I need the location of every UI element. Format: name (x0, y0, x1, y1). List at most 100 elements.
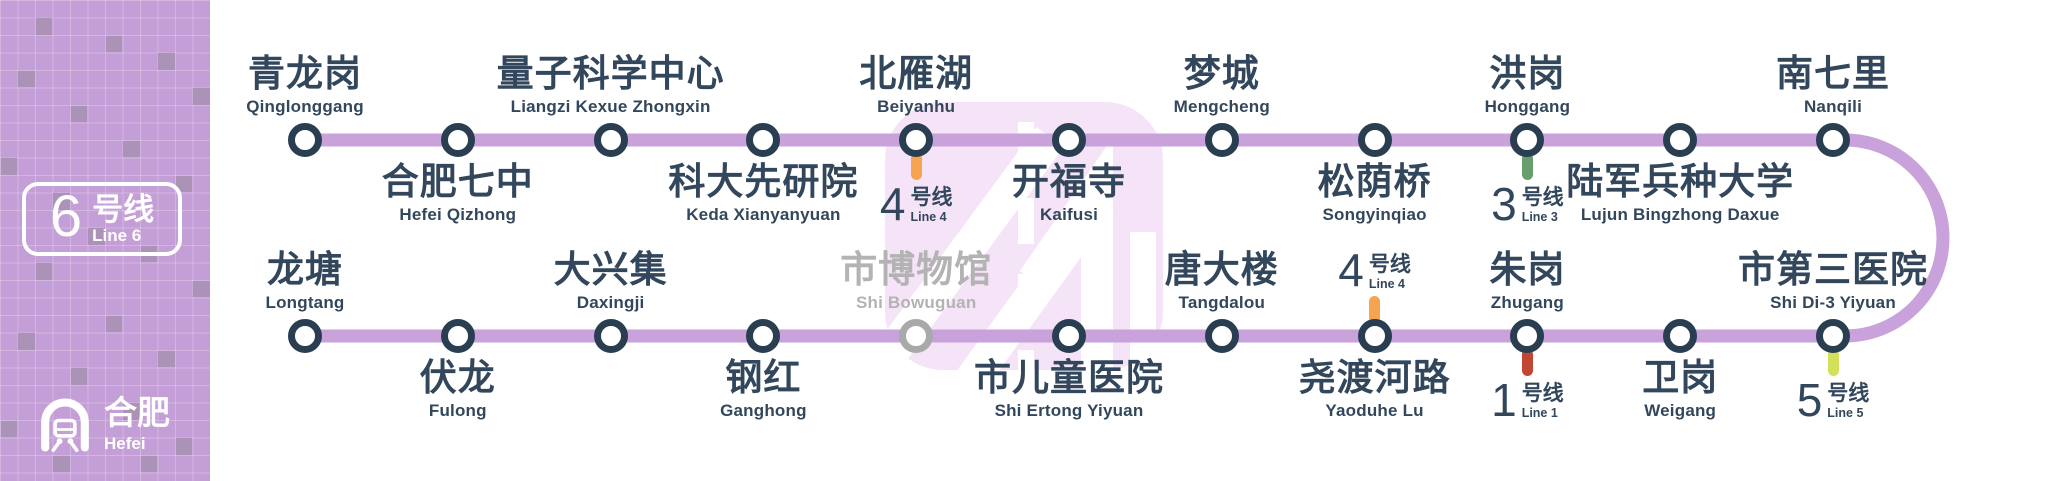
transfer-suffix-zh: 号线 (1521, 185, 1564, 210)
station-marker (288, 319, 322, 353)
station-name-zh: 伏龙 (419, 358, 496, 399)
station-marker (1510, 123, 1545, 157)
station-name-en: Shi Ertong Yiyuan (994, 400, 1144, 420)
transfer-suffix-en: Line 4 (910, 210, 947, 225)
line6-sidebar-panel: 6 号线 Line 6 合肥 Hefei (0, 0, 210, 481)
station-name-zh: 尧渡河路 (1298, 358, 1451, 399)
station-name-en: Ganghong (720, 400, 807, 420)
station-name-zh: 市儿童医院 (974, 358, 1164, 399)
transfer-tick-line-1 (1521, 349, 1533, 376)
station-name-en: Daxingji (576, 293, 645, 312)
hefei-metro-brand: 合肥 Hefei (38, 397, 170, 453)
transfer-suffix-en: Line 3 (1521, 210, 1558, 225)
station-marker (1357, 319, 1392, 353)
station-name-en: Shi Di-3 Yiyuan (1770, 293, 1896, 312)
transfer-tick-line-4 (910, 153, 922, 180)
station-marker (899, 319, 934, 353)
station-name-en: Keda Xianyanyuan (686, 204, 841, 224)
station-name-zh: 市博物馆 (840, 250, 993, 292)
station-name-zh: 卫岗 (1642, 358, 1719, 399)
station-name-en: Honggang (1484, 97, 1571, 116)
station-marker (1204, 319, 1239, 353)
station-marker (1663, 319, 1698, 353)
line6-badge: 6 号线 Line 6 (22, 182, 182, 256)
station-marker (1816, 123, 1850, 157)
station-marker (1204, 123, 1239, 157)
station-name-zh: 松荫桥 (1317, 162, 1432, 203)
station-marker (1510, 319, 1545, 353)
station-name-en: Longtang (265, 293, 345, 312)
station-name-en: Nanqili (1803, 97, 1863, 116)
station-name-en: Kaifusi (1039, 204, 1099, 224)
station-name-en: Fulong (428, 400, 487, 420)
line-suffix-zh: 号线 (92, 192, 155, 227)
station-name-en: Yaoduhe Lu (1325, 400, 1424, 420)
transfer-line-number: 4 (1338, 244, 1364, 297)
station-name-zh: 青龙岗 (247, 54, 362, 96)
station-marker (440, 123, 475, 157)
station-name-en: Lujun Bingzhong Daxue (1580, 204, 1780, 224)
station-name-en: Tangdalou (1178, 293, 1266, 312)
station-marker (1663, 123, 1698, 157)
transfer-line-number: 4 (879, 178, 906, 230)
station-marker (288, 123, 322, 157)
transfer-suffix-zh: 号线 (910, 185, 953, 210)
station-marker (1357, 123, 1392, 157)
station-marker (1052, 319, 1086, 353)
transfer-tick-line-4 (1369, 296, 1381, 323)
station-name-en: Qinglonggang (246, 97, 364, 116)
station-marker (593, 319, 628, 353)
station-name-zh: 大兴集 (553, 250, 668, 292)
station-name-en: Zhugang (1490, 293, 1564, 312)
station-marker (1052, 123, 1086, 157)
station-name-zh: 梦城 (1183, 54, 1260, 96)
station-marker (1816, 319, 1850, 353)
transfer-suffix-zh: 号线 (1827, 381, 1870, 406)
transfer-line-number: 5 (1796, 374, 1823, 426)
station-marker (746, 319, 781, 353)
station-name-zh: 南七里 (1776, 54, 1890, 96)
transfer-suffix-zh: 号线 (1368, 251, 1411, 276)
transfer-line-number: 3 (1491, 178, 1517, 230)
station-name-en: Liangzi Kexue Zhongxin (510, 97, 711, 116)
transfer-line-number: 1 (1491, 374, 1517, 426)
transfer-tick-line-3 (1521, 153, 1533, 180)
station-name-zh: 量子科学中心 (496, 54, 725, 96)
transfer-suffix-en: Line 1 (1521, 406, 1558, 421)
station-name-zh: 合肥七中 (381, 162, 534, 203)
station-marker (746, 123, 781, 157)
station-name-en: Weigang (1644, 400, 1717, 420)
transfer-suffix-en: Line 5 (1827, 406, 1864, 421)
station-name-en: Hefei Qizhong (399, 204, 517, 224)
station-name-zh: 钢红 (725, 358, 802, 399)
transfer-tick-line-5 (1827, 349, 1839, 376)
hefei-metro-watermark-logo (885, 102, 1163, 370)
station-name-zh: 龙塘 (267, 250, 343, 292)
station-name-zh: 朱岗 (1489, 250, 1566, 292)
station-name-en: Shi Bowuguan (855, 293, 977, 312)
station-name-zh: 洪岗 (1489, 54, 1566, 96)
station-name-en: Songyinqiao (1322, 204, 1427, 224)
